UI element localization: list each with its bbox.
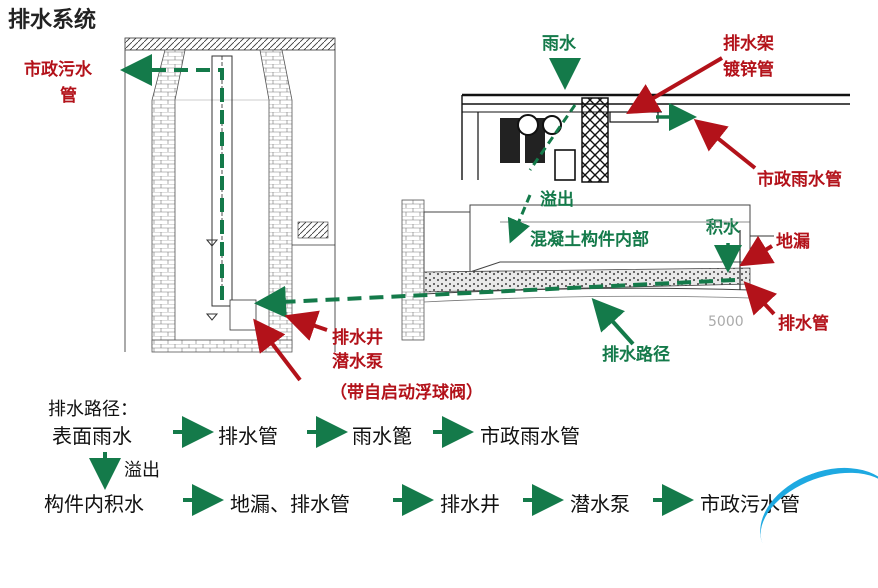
overflow-label: 溢出 <box>540 190 574 210</box>
float-valve-label: （带自启动浮球阀） <box>330 383 483 403</box>
flow-row1-item: 市政雨水管 <box>480 424 580 448</box>
drainage-paths <box>120 54 742 346</box>
flow-arrows <box>89 416 694 516</box>
municipal-rain-pipe-label: 市政雨水管 <box>757 170 842 190</box>
drainage-diagram <box>89 37 850 516</box>
drain-route-label: 排水路径 <box>602 345 670 365</box>
dimension-5000: 5000 <box>708 314 744 330</box>
drain-pipe-label: 排水管 <box>778 314 829 334</box>
flow-row2-item: 潜水泵 <box>570 492 630 516</box>
flow-row2-item: 市政污水管 <box>700 492 800 516</box>
municipal-sewage-pipe-label: 市政污水 <box>24 60 92 80</box>
municipal-sewage-pipe-label-2: 管 <box>60 86 77 106</box>
callout-arrows <box>253 56 778 382</box>
flow-heading: 排水路径： <box>48 399 138 420</box>
drain-well-label: 排水井 <box>332 328 383 348</box>
page-title: 排水系统 <box>8 8 97 33</box>
flow-row2-item: 排水井 <box>440 492 500 516</box>
flow-row1-item: 雨水篦 <box>352 424 412 448</box>
dimension-5000-upper: 5000 <box>706 218 737 232</box>
sub-pump-label: 潜水泵 <box>332 352 383 372</box>
standing-water-label: 积水 <box>706 218 740 238</box>
flow-row2-item: 构件内积水 <box>44 492 144 516</box>
galvanized-pipe-label: 镀锌管 <box>723 60 774 80</box>
flow-row1-item: 表面雨水 <box>52 424 132 448</box>
concrete-inside-label: 混凝土构件内部 <box>530 230 649 250</box>
floor-drain-label: 地漏 <box>776 232 810 252</box>
rainwater-label: 雨水 <box>542 34 576 54</box>
drain-well-section <box>124 37 336 353</box>
drain-rack-label: 排水架 <box>723 34 774 54</box>
flow-overflow: 溢出 <box>124 460 160 481</box>
flow-row2-item: 地漏、排水管 <box>230 492 350 516</box>
drain-rack-section <box>461 93 850 183</box>
flow-row1-item: 排水管 <box>218 424 278 448</box>
